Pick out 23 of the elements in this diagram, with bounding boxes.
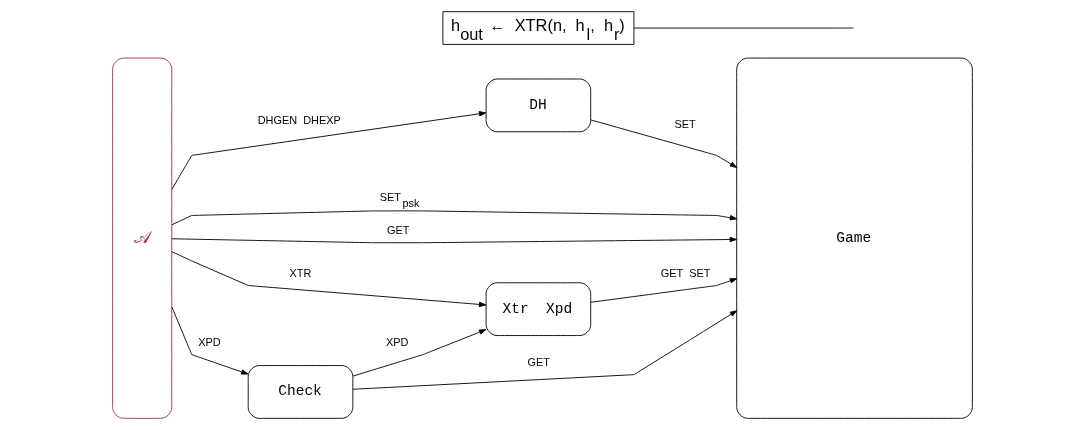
arrow <box>171 210 738 226</box>
arrow <box>171 111 487 190</box>
edge-label: SET <box>674 118 696 131</box>
node-box: DH <box>485 78 592 133</box>
arrow <box>590 119 738 168</box>
node-box: Game <box>736 57 973 419</box>
node-box: Xtr Xpd <box>485 282 592 336</box>
edge-label: DHGEN DHEXP <box>257 113 341 126</box>
edge-label: GET <box>386 223 410 236</box>
arrow <box>171 251 487 308</box>
arrow <box>171 236 737 244</box>
node-box: 𝒜 <box>112 57 173 419</box>
edge-label: XPD <box>198 335 221 348</box>
edge-label: GET SET <box>660 266 711 279</box>
arrow <box>352 310 738 390</box>
node-box: Check <box>247 365 354 419</box>
arrow <box>171 306 249 375</box>
arrow <box>590 278 738 303</box>
edge-label: XTR <box>289 266 312 279</box>
edge-label: XPD <box>386 335 409 348</box>
edge-label: GET <box>527 355 550 368</box>
connector <box>633 27 854 29</box>
arrow <box>352 329 487 377</box>
